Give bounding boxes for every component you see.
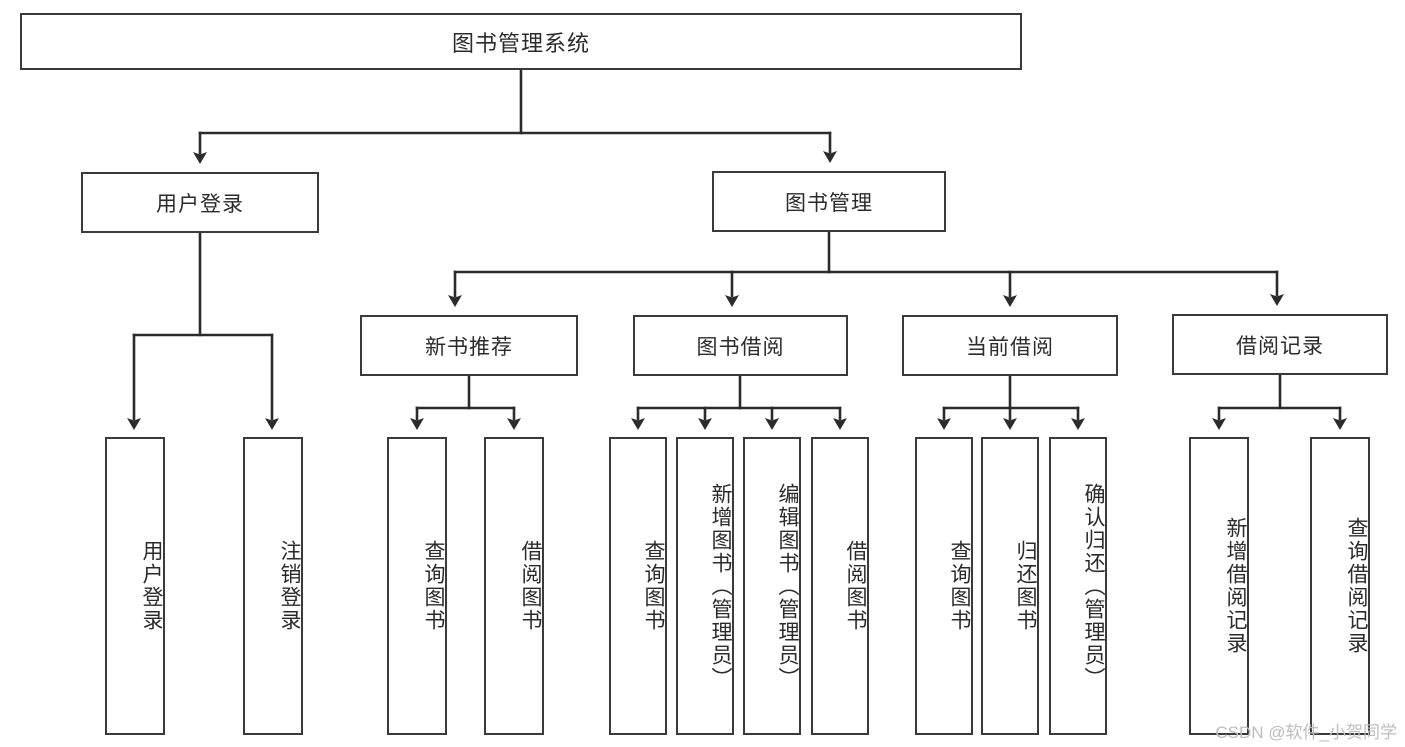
node-leaf-query-book-recommend[interactable]: 查询图书 xyxy=(387,437,447,735)
node-book-borrow[interactable]: 图书借阅 xyxy=(633,315,848,376)
node-current-borrow[interactable]: 当前借阅 xyxy=(902,315,1118,376)
node-leaf-query-borrow-record[interactable]: 查询借阅记录 xyxy=(1310,437,1370,735)
node-label: 查询图书 xyxy=(642,540,665,632)
node-leaf-borrow-book[interactable]: 借阅图书 xyxy=(811,437,869,735)
node-label: 借阅图书 xyxy=(844,540,867,632)
node-label: 图书管理系统 xyxy=(451,30,590,56)
node-label: 注销登录 xyxy=(278,540,301,632)
node-label: 借阅记录 xyxy=(1236,334,1324,358)
node-label: 编辑图书（管理员） xyxy=(776,482,799,690)
node-leaf-borrow-book-recommend[interactable]: 借阅图书 xyxy=(484,437,544,735)
node-label: 新增图书（管理员） xyxy=(709,482,732,690)
node-root-system[interactable]: 图书管理系统 xyxy=(20,13,1022,70)
node-borrow-record[interactable]: 借阅记录 xyxy=(1172,314,1388,375)
node-leaf-confirm-return-admin[interactable]: 确认归还（管理员） xyxy=(1049,437,1107,735)
node-leaf-user-login[interactable]: 用户登录 xyxy=(105,437,165,735)
node-leaf-query-book-borrow[interactable]: 查询图书 xyxy=(609,437,667,735)
node-label: 当前借阅 xyxy=(966,335,1054,359)
node-label: 新书推荐 xyxy=(425,335,513,359)
node-leaf-add-book-admin[interactable]: 新增图书（管理员） xyxy=(676,437,734,735)
node-leaf-edit-book-admin[interactable]: 编辑图书（管理员） xyxy=(743,437,801,735)
csdn-watermark: CSDN @软件_小贺同学 xyxy=(1215,723,1397,742)
node-label: 借阅图书 xyxy=(519,540,542,632)
node-label: 新增借阅记录 xyxy=(1224,517,1247,655)
node-user-login[interactable]: 用户登录 xyxy=(81,172,319,233)
node-label: 图书管理 xyxy=(785,191,873,215)
node-label: 图书借阅 xyxy=(696,335,785,359)
node-new-book-recommend[interactable]: 新书推荐 xyxy=(360,315,578,376)
node-label: 归还图书 xyxy=(1014,540,1037,632)
node-leaf-add-borrow-record[interactable]: 新增借阅记录 xyxy=(1189,437,1249,735)
node-label: 查询图书 xyxy=(422,540,445,632)
node-book-manage[interactable]: 图书管理 xyxy=(712,171,946,232)
node-label: 用户登录 xyxy=(156,192,244,216)
node-label: 用户登录 xyxy=(140,540,163,632)
node-leaf-return-book[interactable]: 归还图书 xyxy=(981,437,1039,735)
node-label: 确认归还（管理员） xyxy=(1082,482,1105,690)
node-label: 查询图书 xyxy=(948,540,971,632)
node-leaf-user-logout[interactable]: 注销登录 xyxy=(243,437,303,735)
node-leaf-query-book-current[interactable]: 查询图书 xyxy=(915,437,973,735)
node-label: 查询借阅记录 xyxy=(1345,517,1368,655)
